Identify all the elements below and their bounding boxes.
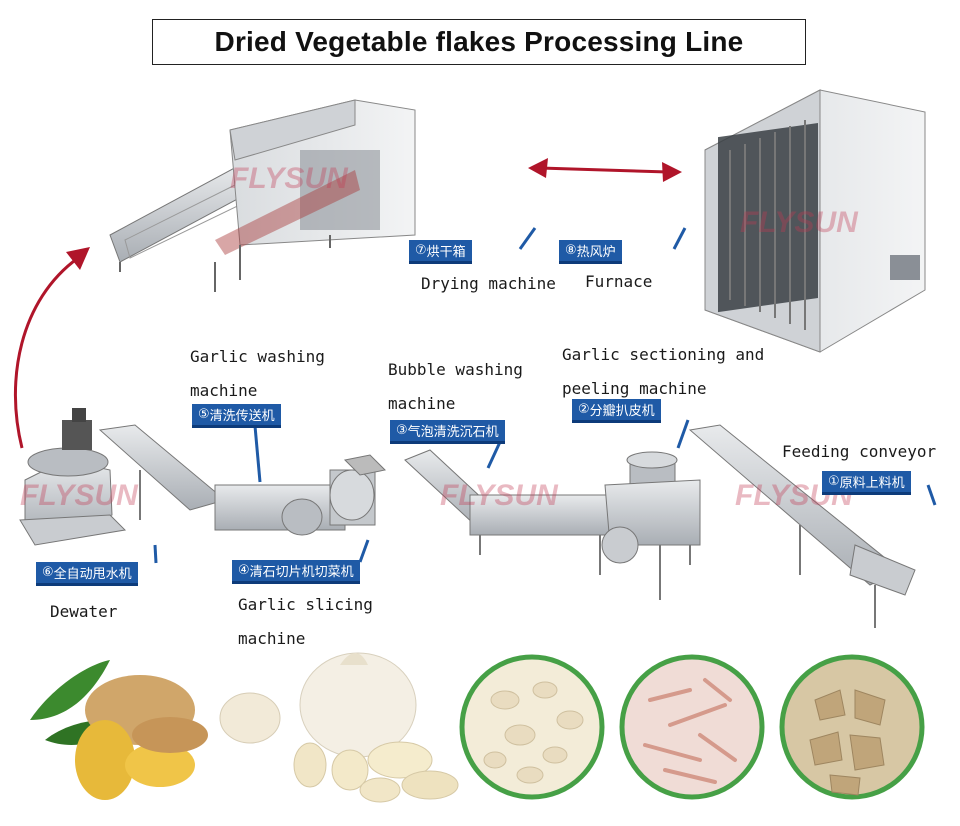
tag-number: ⑥ (42, 565, 54, 580)
tag-number: ① (828, 474, 840, 489)
dewater-machine-icon (19, 408, 127, 546)
watermark-mid: FLYSUN (440, 479, 559, 512)
page-title: Dried Vegetable flakes Processing Line (152, 19, 806, 65)
label-furnace: Furnace (585, 272, 653, 291)
tag-cn-label: 清洗传送机 (209, 409, 275, 424)
label-washing-1: Garlic washing (190, 347, 325, 366)
garlic-flakes-icon (459, 654, 605, 800)
ginger-icon (30, 660, 208, 800)
label-bubble-1: Bubble washing (388, 360, 523, 379)
label-bubble-2: machine (388, 394, 456, 413)
label-peeling-1: Garlic sectioning and (562, 345, 765, 364)
slicing-machine-icon (214, 454, 387, 536)
tag-number: ② (578, 402, 590, 417)
tag-number: ⑦ (415, 243, 427, 258)
tag-cn-label: 分瓣扒皮机 (589, 404, 655, 419)
label-washing-2: machine (190, 381, 258, 400)
tag-cn-label: 热风炉 (576, 245, 616, 260)
tag-cn-label: 清石切片机切菜机 (249, 565, 354, 580)
furnace-icon (704, 89, 926, 353)
feeding-conveyor-icon (688, 424, 916, 628)
label-slicing-2: machine (238, 629, 306, 648)
tag-pointers (153, 227, 937, 564)
tag-cn-label: 气泡清洗沉石机 (407, 425, 499, 440)
onion-flakes-icon (619, 654, 765, 800)
label-drying: Drying machine (421, 274, 556, 293)
bubble-washing-icon (404, 449, 611, 575)
watermark-top: FLYSUN (230, 162, 349, 195)
tag-number: ③ (396, 423, 408, 438)
tag-cn-label: 全自动甩水机 (53, 567, 132, 582)
peeling-machine-icon (601, 451, 701, 600)
tag-cn-label: 原料上料机 (839, 476, 905, 491)
tag-number: ⑤ (198, 407, 210, 422)
label-peeling-2: peeling machine (562, 379, 707, 398)
double-arrow-icon (528, 158, 682, 182)
label-feeding: Feeding conveyor (782, 442, 937, 461)
label-dewater: Dewater (50, 602, 118, 621)
label-slicing-1: Garlic slicing (238, 595, 373, 614)
curved-arrow-icon (13, 247, 90, 449)
watermark-left: FLYSUN (20, 479, 139, 512)
watermark-furnace: FLYSUN (740, 206, 859, 239)
garlic-icon (219, 652, 459, 803)
tag-number: ⑧ (565, 243, 577, 258)
drying-machine-icon (109, 99, 416, 292)
tag-number: ④ (238, 563, 250, 578)
ginger-flakes-icon (779, 654, 925, 800)
tag-cn-label: 烘干箱 (426, 245, 466, 260)
